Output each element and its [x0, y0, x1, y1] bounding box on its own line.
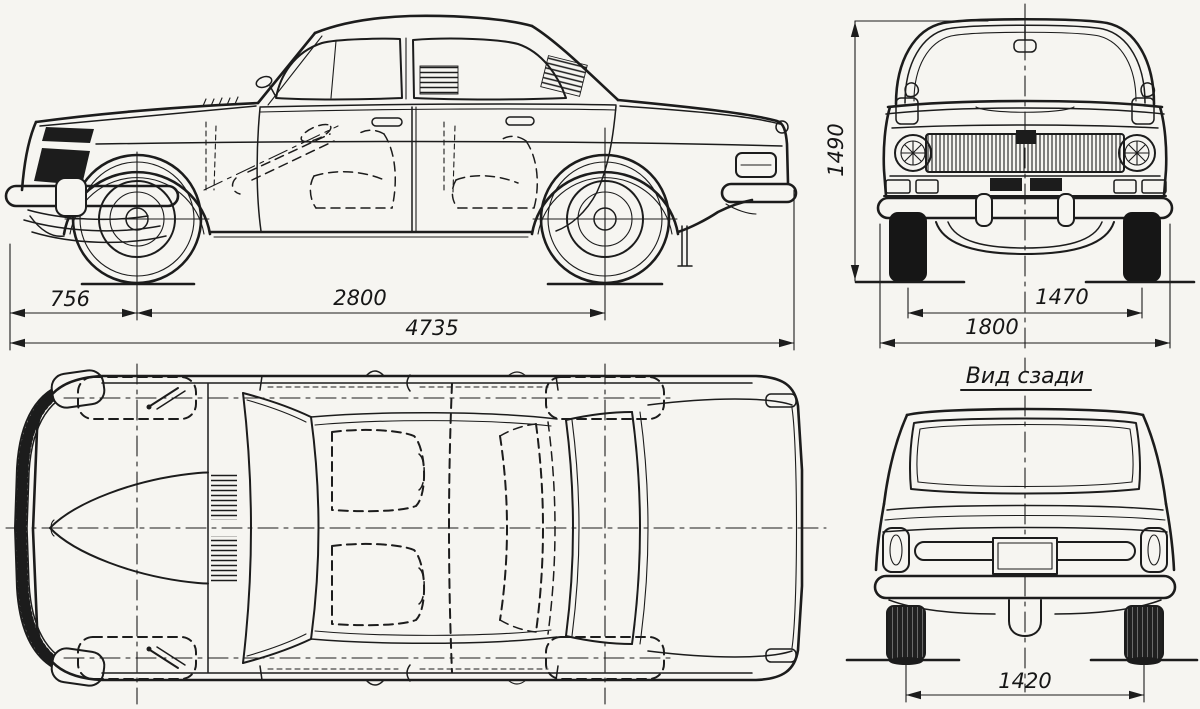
side-mirror-stalk	[269, 85, 277, 98]
side-dimensions: 756 2800 4735	[9, 127, 795, 351]
side-rear-bumper	[720, 182, 798, 204]
front-bumper	[876, 193, 1174, 255]
front-body	[882, 99, 1168, 198]
side-mirror-icon	[255, 75, 273, 89]
top-glasshouse	[242, 392, 649, 664]
front-grille	[925, 130, 1125, 173]
fuel-cap-icon	[775, 120, 789, 134]
rear-body	[874, 407, 1176, 572]
steering-wheel-dashed	[300, 123, 332, 143]
side-interior-dashed	[203, 121, 539, 209]
side-mud-flap	[677, 225, 693, 267]
top-mirror-bump-bottom	[365, 679, 385, 686]
front-tire-right	[1123, 212, 1161, 282]
wiper-bottom-icon	[146, 646, 186, 669]
rear-bumper	[873, 574, 1177, 637]
dim-front-track-label: 1470	[1035, 285, 1088, 309]
side-doors	[256, 105, 789, 232]
front-door-handle	[371, 117, 403, 127]
dim-overall-length-label: 4735	[405, 316, 458, 340]
rear-seat-dashed	[451, 135, 539, 209]
rear-view: Вид сзади	[845, 357, 1199, 703]
front-headlight-left	[894, 134, 932, 172]
front-view: 1490 1470 1800	[824, 3, 1196, 353]
dim-rear-track-label: 1420	[998, 669, 1051, 693]
rear-taillight-left	[882, 527, 910, 573]
top-trunk	[647, 398, 798, 658]
dim-overall-width-label: 1800	[965, 315, 1018, 339]
gear-lever-dashed	[231, 177, 241, 195]
front-seat-dashed	[309, 129, 397, 209]
side-grille-lower	[34, 148, 90, 185]
rear-mud-flap	[1008, 599, 1042, 637]
side-window-vent-grille	[419, 65, 459, 95]
front-dimensions: 1490 1470 1800	[824, 20, 1171, 349]
side-quarter-vent-grille	[540, 55, 588, 97]
dim-wheelbase-label: 2800	[333, 286, 386, 310]
dim-overall-height-label: 1490	[824, 123, 848, 176]
side-rear-fascia	[677, 152, 798, 267]
side-front-fascia	[4, 127, 180, 244]
front-tire-left	[889, 212, 927, 282]
rear-taillight-right	[1140, 527, 1168, 573]
license-plate	[992, 537, 1058, 575]
hood-emblem-icon	[1016, 130, 1036, 144]
top-mirror-bump-top	[365, 370, 385, 377]
rear-dimensions: 1420	[905, 663, 1145, 703]
side-front-bumper	[4, 184, 180, 208]
top-seats-dashed	[331, 383, 556, 673]
side-view: 756 2800 4735	[4, 14, 798, 351]
dim-front-overhang-label: 756	[50, 287, 90, 311]
side-grille-upper	[42, 127, 94, 143]
side-bumper-guard	[55, 177, 87, 217]
rear-door-handle	[505, 116, 535, 126]
wiper-top-icon	[146, 387, 186, 410]
rear-window	[909, 417, 1141, 495]
interior-mirror-icon	[1013, 39, 1037, 53]
front-headlight-right	[1118, 134, 1156, 172]
top-hood	[49, 383, 237, 673]
top-view	[5, 363, 827, 705]
cowl-vent-top	[211, 472, 237, 520]
side-taillight	[735, 152, 777, 178]
side-greenhouse	[202, 35, 588, 232]
cowl-vent-bottom	[211, 536, 237, 584]
front-marker-lights	[885, 178, 1167, 194]
